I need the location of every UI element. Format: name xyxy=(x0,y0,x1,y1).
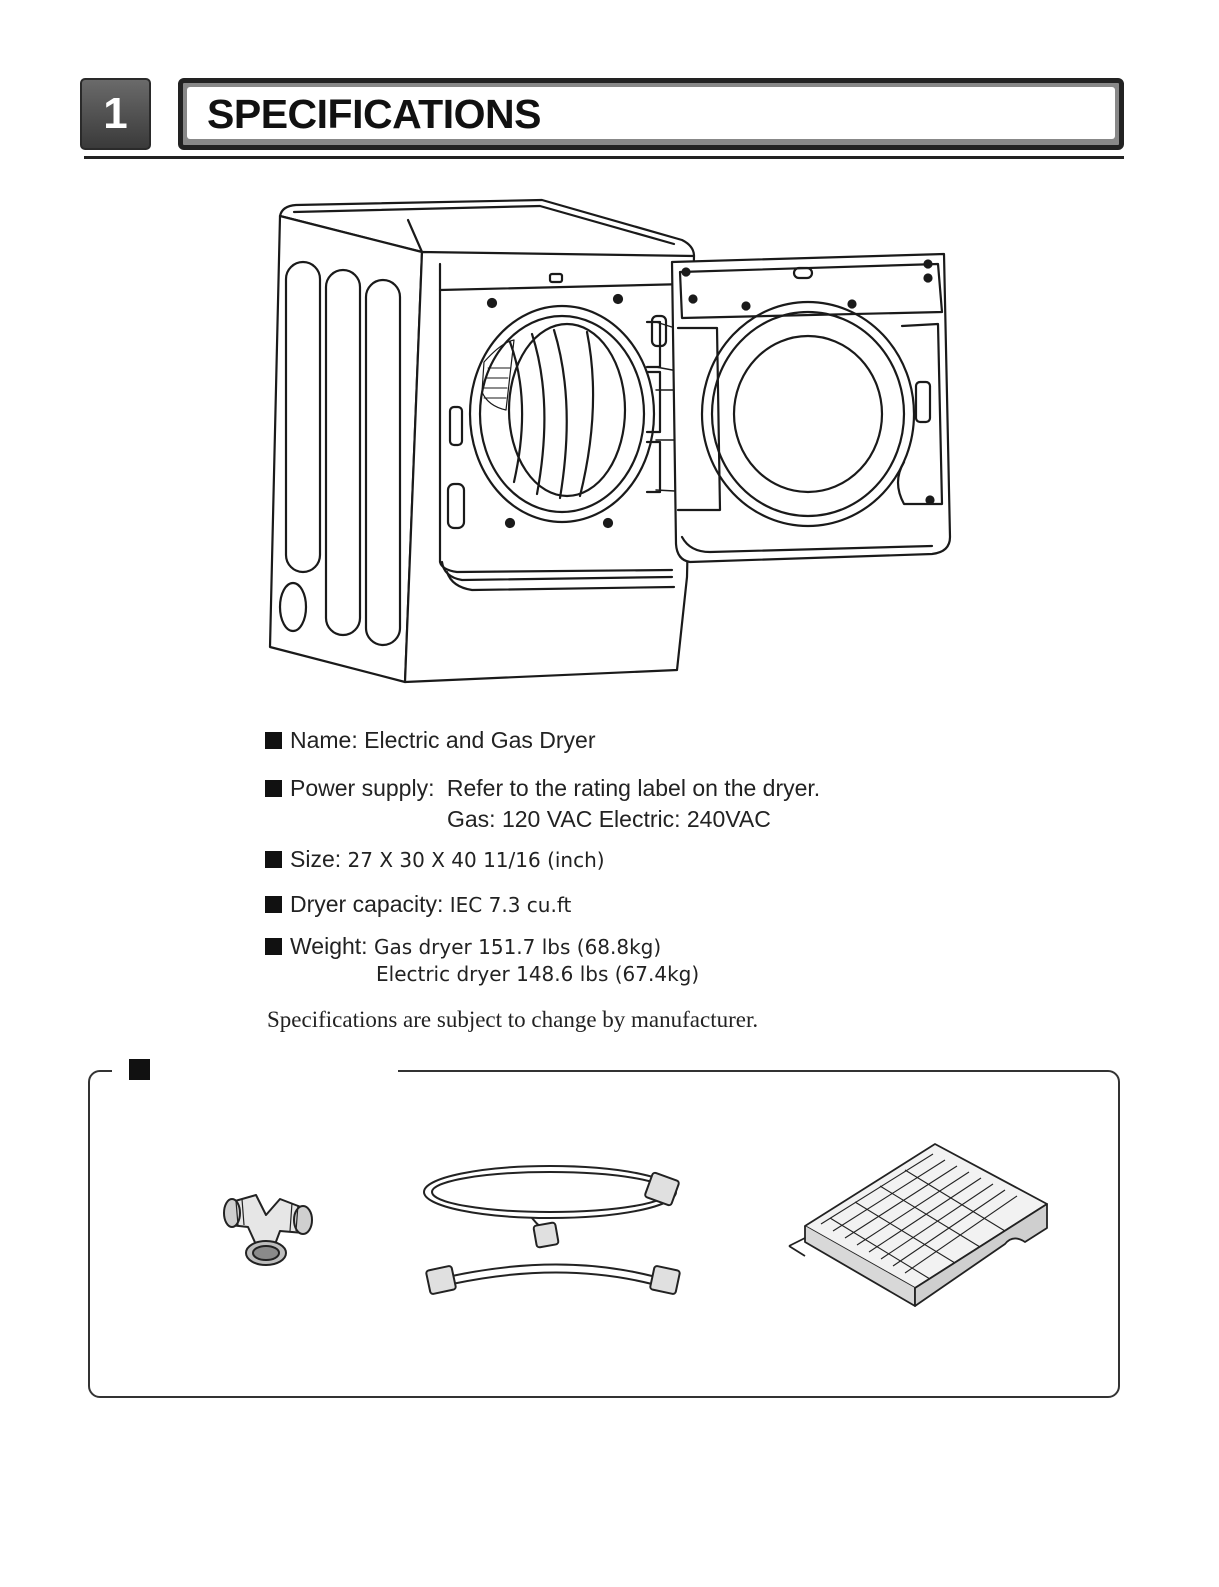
water-hoses-icon xyxy=(423,1165,681,1295)
spec-size-label: Size: xyxy=(290,846,342,872)
section-number-badge: 1 xyxy=(80,78,151,150)
spec-weight-electric: Electric dryer 148.6 lbs (67.4kg) xyxy=(376,962,700,986)
spec-size-value: 27 X 30 X 40 11/16 (inch) xyxy=(347,848,605,872)
spec-capacity-value: IEC 7.3 cu.ft xyxy=(449,893,572,917)
spec-name-label: Name: xyxy=(290,727,358,753)
spec-power-line1: Refer to the rating label on the dryer. xyxy=(446,775,821,801)
spec-power-label: Power supply: xyxy=(290,775,435,801)
spec-size: Size: 27 X 30 X 40 11/16 (inch) xyxy=(265,846,605,873)
spec-capacity: Dryer capacity: IEC 7.3 cu.ft xyxy=(265,891,571,918)
y-connector-icon xyxy=(223,1194,313,1266)
drying-rack-icon xyxy=(788,1143,1048,1307)
spec-name: Name: Electric and Gas Dryer xyxy=(265,727,596,754)
spec-name-value: Electric and Gas Dryer xyxy=(364,727,596,753)
bullet-square-icon xyxy=(265,896,282,913)
bullet-square-icon xyxy=(265,732,282,749)
accessories-panel xyxy=(88,1070,1120,1398)
section-number: 1 xyxy=(103,89,128,138)
section-title-box: SPECIFICATIONS xyxy=(178,78,1124,150)
dryer-illustration xyxy=(268,198,952,684)
spec-power: Power supply: Refer to the rating label … xyxy=(265,775,820,802)
spec-capacity-label: Dryer capacity: xyxy=(290,891,444,917)
spec-weight: Weight: Gas dryer 151.7 lbs (68.8kg) xyxy=(265,933,661,960)
page-title: SPECIFICATIONS xyxy=(207,91,541,137)
bullet-square-icon xyxy=(265,851,282,868)
disclaimer-note: Specifications are subject to change by … xyxy=(267,1007,759,1032)
bullet-square-icon xyxy=(265,938,282,955)
spec-weight-gas: Gas dryer 151.7 lbs (68.8kg) xyxy=(373,935,662,959)
bullet-square-icon xyxy=(265,780,282,797)
header-rule xyxy=(84,156,1124,159)
spec-power-line2: Gas: 120 VAC Electric: 240VAC xyxy=(447,806,771,832)
spec-weight-label: Weight: xyxy=(290,933,368,959)
accessories-marker-icon xyxy=(129,1059,150,1080)
